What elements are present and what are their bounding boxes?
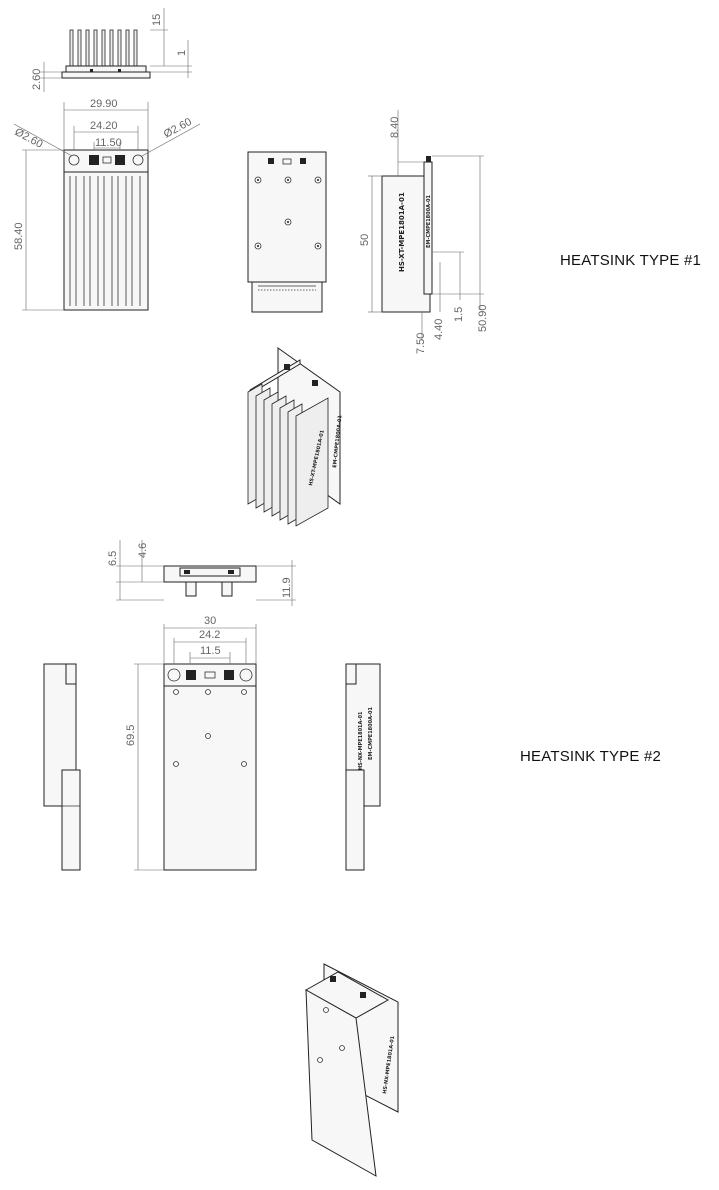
dim-total-height: 6.5 [107,551,119,566]
type1-mount-hole-left [68,154,80,166]
type1-end-fins [69,29,138,69]
type1-side-heatsink [381,175,431,313]
dim-type2-length: 69.5 [125,725,137,746]
type1-bottom-holes [254,176,322,250]
type2-end-view: 6.5 4.6 11.9 [107,540,296,606]
type2-left-plate [61,769,81,871]
dim-bottom-offset: 7.50 [415,333,427,354]
dim-base-step: 1 [176,50,188,56]
dim-card-length: 50 [359,234,371,246]
type2-top-holes [173,689,247,767]
type2-top-plate [163,663,257,871]
dim-hole-dia-left: Ø2.60 [13,126,45,151]
heatsink-type2-label: HEATSINK TYPE #2 [520,748,662,765]
type1-bottom-view [247,151,327,313]
type2-part-marking: HS-NX-MPE1801A-01 [358,711,364,770]
dim-hole-pitch: 24.20 [90,120,118,132]
type1-side-marking: EM-CMPE1800A-01 [426,194,432,248]
type1-side-view: HS-XT-MPE1801A-01 EM-CMPE1800A-01 8.40 5… [359,110,489,354]
type1-part-marking: HS-XT-MPE1801A-01 [398,192,406,272]
dim-fin-height: 15 [151,14,163,26]
type2-connector-right [224,670,234,680]
type1-iso-fins [247,383,329,527]
dim-edge-step: 1.5 [453,307,465,322]
dim-hole-dia-right: Ø2.60 [162,116,194,141]
type1-top-fins [69,176,141,306]
dim-connector-pitch: 11.50 [95,137,122,149]
dim-overall-height: 11.9 [281,577,293,598]
type1-connector-right [115,155,125,165]
dim-top-offset: 8.40 [389,117,401,138]
type1-end-card [61,71,151,79]
type1-end-base [65,65,147,73]
type1-top-view: 29.90 24.20 11.50 Ø2.60 Ø2.60 58.40 [13,98,201,311]
dim-edge-offset: 4.40 [433,319,445,340]
type1-isometric-view: HS-XT-MPE1801A-01 EM-CMPE1800A-01 [247,347,344,527]
dim-total-length: 50.90 [477,304,489,332]
type1-end-view: 15 1 2.60 [31,8,192,92]
type1-top-connector-strip [63,149,149,173]
type1-bottom-card [247,151,327,283]
type2-isometric-view: HS-NX-MPE1801A-01 [304,963,399,1177]
dim-plate-height: 4.6 [137,543,149,558]
dim-length: 58.40 [13,222,25,250]
type2-side-marking: EM-CMPE1800A-01 [368,706,374,760]
dim-type2-width: 30 [204,615,216,627]
type2-left-side-view [43,663,81,871]
dim-type2-hole-pitch: 24.2 [199,629,220,641]
type2-connector-left [186,670,196,680]
type1-mount-hole-right [132,154,144,166]
type1-connector-left [89,155,99,165]
type1-bottom-edge [251,281,323,313]
type2-iso-plate [305,989,377,1177]
type2-mount-hole-right [239,668,253,682]
dim-type2-connector-pitch: 11.5 [200,645,221,657]
type2-right-side-view: HS-NX-MPE1801A-01 EM-CMPE1800A-01 [345,663,381,871]
type2-right-plate [345,769,365,871]
type1-iso-side-marking: EM-CMPE1800A-01 [332,414,344,468]
type2-mount-hole-left [167,668,181,682]
dim-overall-width: 29.90 [90,98,118,110]
heatsink-type1-label: HEATSINK TYPE #1 [560,252,702,269]
type2-top-view: 30 24.2 11.5 69.5 [125,615,257,871]
dim-base-thickness: 2.60 [31,69,43,90]
type1-top-body [63,149,149,311]
